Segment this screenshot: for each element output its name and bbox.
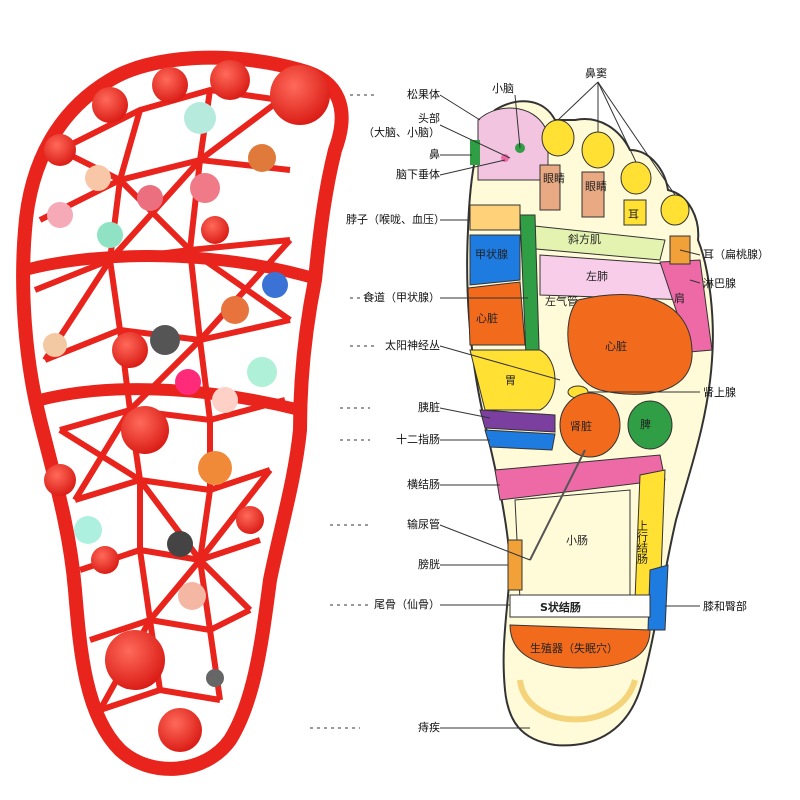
ureter-line xyxy=(529,449,586,561)
thyroid-zone xyxy=(469,234,521,286)
heart-zone xyxy=(567,293,693,395)
pancreas-zone xyxy=(479,409,556,433)
spleen-zone xyxy=(627,400,673,450)
shoulder-label: 肩 xyxy=(674,291,685,305)
eye-label-1: 眼睛 xyxy=(543,172,565,185)
bladder-zone xyxy=(507,539,523,591)
eye-label-2: 眼睛 xyxy=(585,180,607,193)
spleen-label: 脾 xyxy=(640,417,651,431)
label-pancreas: 胰脏 xyxy=(418,401,440,414)
label-solar: 太阳神经丛 xyxy=(385,339,440,352)
head-zone xyxy=(477,107,549,181)
trapezius-label: 斜方肌 xyxy=(568,232,601,246)
ear-toe-label: 耳 xyxy=(628,208,639,221)
bronchus-label: 左气管 xyxy=(545,294,578,308)
stomach-zone xyxy=(469,349,556,411)
heart-label: 心脏 xyxy=(605,340,627,353)
sigmoid-zone xyxy=(509,594,651,618)
thyroid-label: 甲状腺 xyxy=(475,247,508,261)
label-ureter: 输尿管 xyxy=(407,518,440,531)
label-duodenum: 十二指肠 xyxy=(396,433,440,446)
label-pituitary: 脑下垂体 xyxy=(396,168,440,181)
label-neck: 脖子（喉咙、血压） xyxy=(346,213,445,226)
massager-nodules xyxy=(44,216,264,752)
genital-label: 生殖器（失眠穴） xyxy=(530,641,618,655)
toes xyxy=(541,119,690,226)
dashed-leaders xyxy=(310,94,375,729)
label-lymph: 淋巴腺 xyxy=(703,277,736,290)
leader-lines xyxy=(439,81,701,729)
sigmoid-label: S状结肠 xyxy=(540,600,581,614)
knee-zone xyxy=(647,564,669,631)
eye-zone-1 xyxy=(539,164,561,211)
label-head: 头部 xyxy=(418,112,440,125)
label-head-sub: （大脑、小脑） xyxy=(363,126,440,139)
label-transverse: 横结肠 xyxy=(407,478,440,491)
label-coccyx: 尾骨（仙骨） xyxy=(374,598,440,611)
label-bladder: 膀胱 xyxy=(418,558,440,571)
eye-zone-2 xyxy=(581,171,605,218)
ear-toe-zone xyxy=(623,199,647,226)
label-knee: 膝和臀部 xyxy=(703,600,747,613)
ascending-label: 上行结肠 xyxy=(636,520,649,565)
massager-outline xyxy=(16,50,349,776)
stomach-label: 胃 xyxy=(505,374,516,387)
genital-zone xyxy=(509,624,651,669)
massager-beads xyxy=(43,102,288,687)
label-hemorrhoid: 痔疾 xyxy=(418,721,440,734)
label-sinus: 鼻窦 xyxy=(585,67,607,80)
label-esophagus: 食道（甲状腺） xyxy=(363,291,440,304)
nose-zone xyxy=(470,140,480,165)
heart-left-label: 心脏 xyxy=(476,312,498,325)
label-adrenal: 肾上腺 xyxy=(703,386,736,399)
label-ear: 耳（扁桃腺） xyxy=(703,248,769,261)
label-nose: 鼻 xyxy=(429,148,440,161)
small-int-label: 小肠 xyxy=(566,534,588,547)
lung-label: 左肺 xyxy=(586,270,608,283)
neck-zone xyxy=(469,204,521,231)
label-cerebellum: 小脑 xyxy=(492,82,514,95)
kidney-zone xyxy=(559,392,621,458)
duodenum-zone xyxy=(484,429,556,451)
label-pineal: 松果体 xyxy=(407,88,440,101)
hemorrhoid-arc xyxy=(517,679,638,723)
kidney-label: 肾脏 xyxy=(570,420,592,433)
massager-toe-bumps xyxy=(44,60,330,166)
